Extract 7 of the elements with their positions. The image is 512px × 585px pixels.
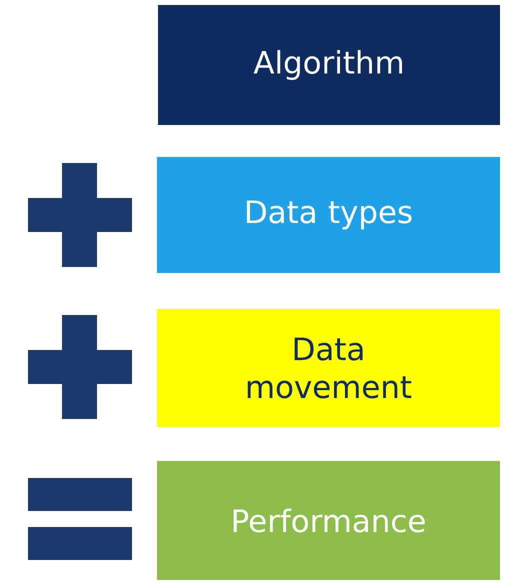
plus-sign [28,315,132,419]
process-box: Performance [157,461,500,580]
process-box: Data movement [157,309,500,427]
plus-sign [28,163,132,267]
equals-sign [28,478,132,560]
process-box: Data types [157,157,500,273]
process-box: Algorithm [158,5,500,125]
